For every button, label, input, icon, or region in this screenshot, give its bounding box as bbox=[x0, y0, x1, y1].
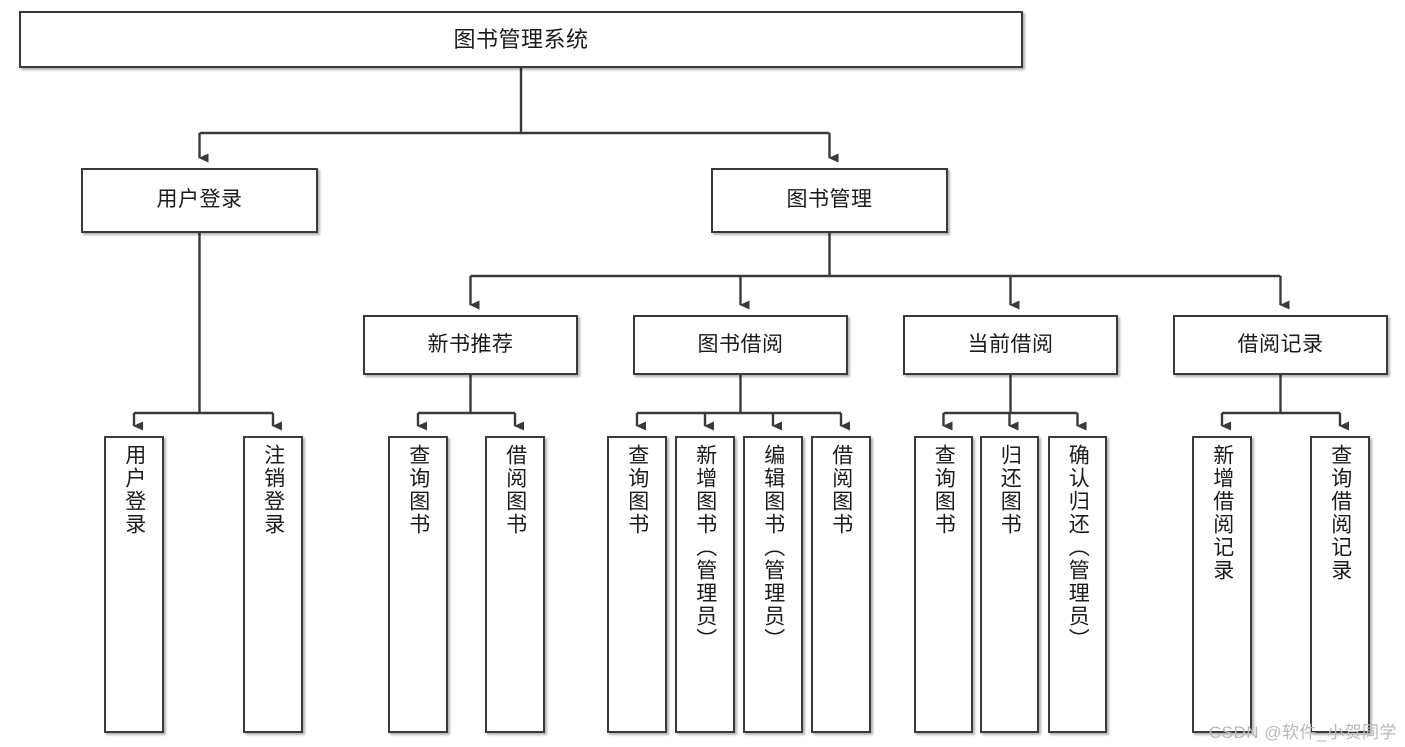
node-label: 借阅图书 bbox=[829, 444, 853, 536]
leaf-node-查询图书-2[interactable]: 查询图书 bbox=[388, 436, 448, 733]
node-当前借阅[interactable]: 当前借阅 bbox=[903, 315, 1118, 375]
node-label: 借阅记录 bbox=[1237, 332, 1324, 356]
node-图书管理[interactable]: 图书管理 bbox=[711, 168, 948, 233]
node-label: 注销登录 bbox=[261, 444, 285, 536]
node-label: 借阅图书 bbox=[503, 444, 527, 536]
leaf-node-编辑图书管理员-6[interactable]: 编辑图书（管理员） bbox=[743, 436, 803, 733]
node-label: 查询借阅记录 bbox=[1328, 444, 1352, 582]
node-借阅记录[interactable]: 借阅记录 bbox=[1173, 315, 1388, 375]
node-图书借阅[interactable]: 图书借阅 bbox=[633, 315, 848, 375]
leaf-node-查询借阅记录-12[interactable]: 查询借阅记录 bbox=[1310, 436, 1370, 733]
node-label: 新增图书（管理员） bbox=[693, 444, 717, 651]
leaf-node-新增图书管理员-5[interactable]: 新增图书（管理员） bbox=[675, 436, 735, 733]
node-label: 新增借阅记录 bbox=[1210, 444, 1234, 582]
node-新书推荐[interactable]: 新书推荐 bbox=[363, 315, 578, 375]
csdn-watermark: CSDN @软件_小贺同学 bbox=[1208, 723, 1397, 742]
leaf-node-注销登录-1[interactable]: 注销登录 bbox=[243, 436, 303, 733]
leaf-node-归还图书-9[interactable]: 归还图书 bbox=[980, 436, 1039, 733]
node-用户登录[interactable]: 用户登录 bbox=[81, 168, 318, 233]
node-label: 查询图书 bbox=[625, 444, 649, 536]
node-label: 确认归还（管理员） bbox=[1066, 444, 1090, 651]
node-label: 新书推荐 bbox=[427, 332, 514, 356]
leaf-node-确认归还管理员-10[interactable]: 确认归还（管理员） bbox=[1048, 436, 1107, 733]
leaf-node-新增借阅记录-11[interactable]: 新增借阅记录 bbox=[1192, 436, 1252, 733]
leaf-node-借阅图书-7[interactable]: 借阅图书 bbox=[811, 436, 871, 733]
node-label: 图书借阅 bbox=[697, 332, 784, 356]
node-label: 查询图书 bbox=[932, 444, 956, 536]
node-label: 图书管理系统 bbox=[453, 26, 589, 52]
node-label: 编辑图书（管理员） bbox=[761, 444, 785, 651]
node-label: 图书管理 bbox=[786, 188, 873, 212]
node-label: 用户登录 bbox=[122, 444, 146, 536]
leaf-node-查询图书-8[interactable]: 查询图书 bbox=[914, 436, 973, 733]
node-label: 归还图书 bbox=[998, 444, 1022, 536]
node-label: 当前借阅 bbox=[967, 332, 1054, 356]
leaf-node-用户登录-0[interactable]: 用户登录 bbox=[104, 436, 164, 733]
node-label: 查询图书 bbox=[406, 444, 430, 536]
node-label: 用户登录 bbox=[156, 188, 243, 212]
leaf-node-查询图书-4[interactable]: 查询图书 bbox=[607, 436, 667, 733]
leaf-node-借阅图书-3[interactable]: 借阅图书 bbox=[485, 436, 545, 733]
node-图书管理系统-root[interactable]: 图书管理系统 bbox=[19, 11, 1023, 68]
